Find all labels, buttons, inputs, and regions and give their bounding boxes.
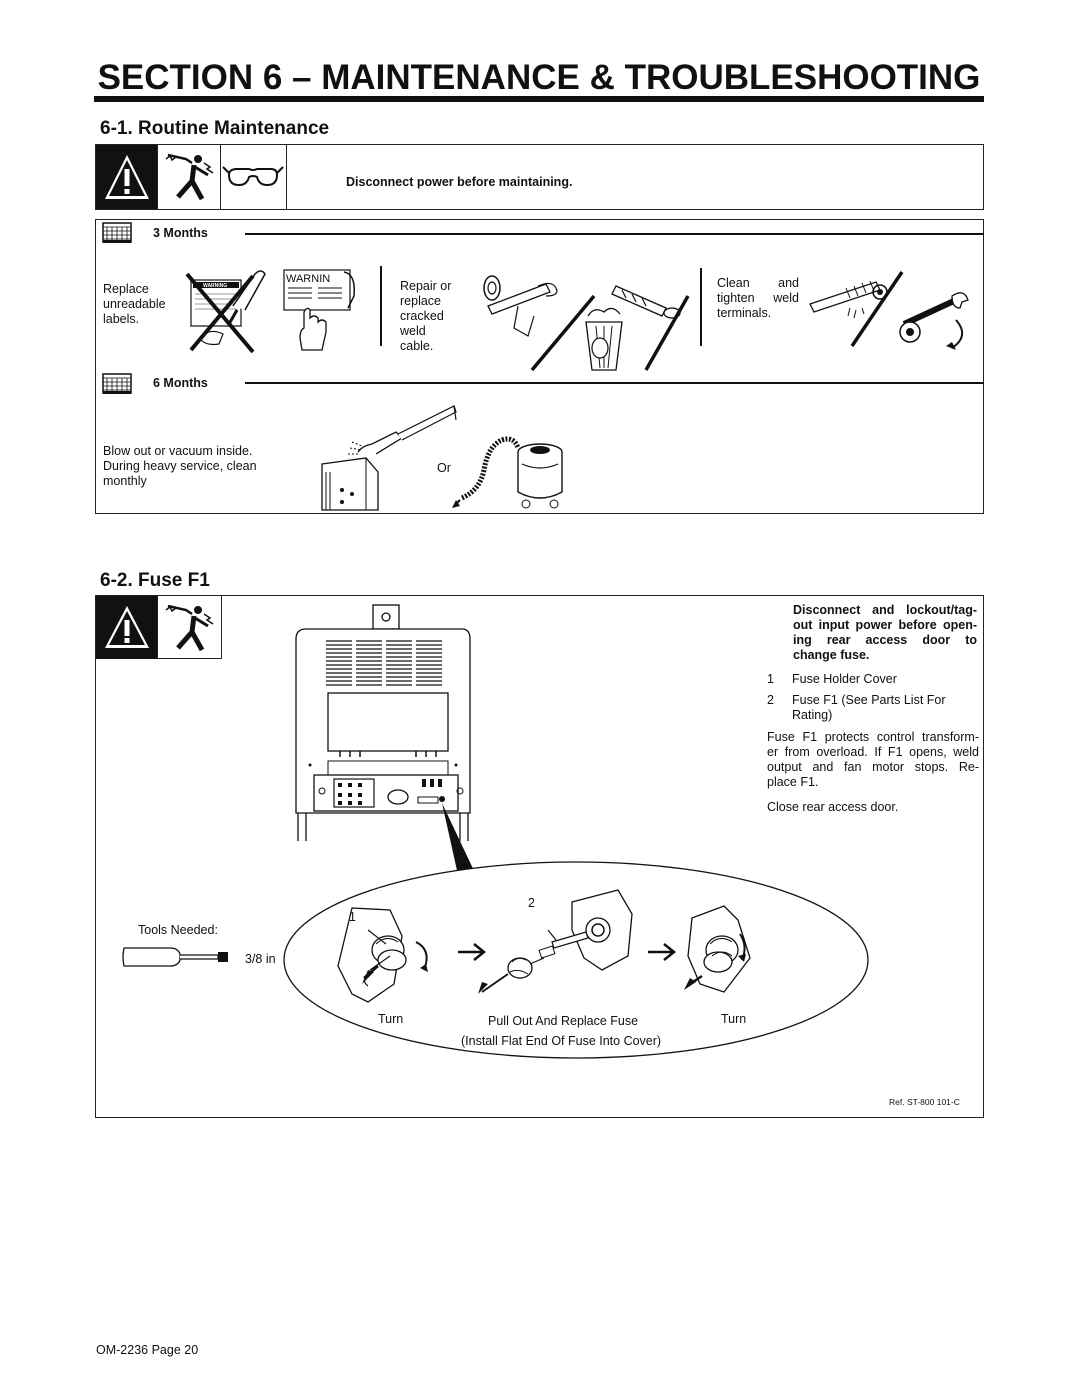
tool-size-label: 3/8 in xyxy=(245,952,276,966)
fuse-section-box xyxy=(95,595,984,1118)
routine-maintenance-heading: 6-1. Routine Maintenance xyxy=(100,118,330,139)
tools-needed-label: Tools Needed: xyxy=(138,923,218,937)
calendar-icon xyxy=(102,372,132,394)
air-blower-icon xyxy=(318,402,468,512)
three-months-rule xyxy=(245,233,984,235)
close-door-text: Close rear access door. xyxy=(767,800,899,814)
pull-out-label: Pull Out And Replace Fuse xyxy=(488,1014,639,1028)
warning-triangle-icon xyxy=(96,596,158,658)
nut-driver-icon xyxy=(120,944,240,970)
electric-shock-icon xyxy=(157,145,221,209)
machine-rear-panel-drawing xyxy=(292,603,482,883)
warning-big-label: WARNIN xyxy=(286,273,330,285)
title-rule xyxy=(94,96,984,102)
replace-labels-text: Replace unreadable labels. xyxy=(103,282,166,326)
blow-out-text: Blow out or vacuum inside. During heavy … xyxy=(103,444,257,488)
brush-wrench-icon xyxy=(806,266,976,356)
six-months-rule xyxy=(245,382,984,384)
page-footer: OM-2236 Page 20 xyxy=(96,1343,199,1357)
repair-cable-text: Repair or replace cracked weld cable. xyxy=(400,279,452,353)
disconnect-power-note: Disconnect power before maintaining. xyxy=(346,175,573,189)
safety-glasses-icon xyxy=(221,145,287,209)
fuse-f1-heading: 6-2. Fuse F1 xyxy=(100,570,210,591)
callout-2: 2 xyxy=(528,896,535,910)
reference-number: Ref. ST-800 101-C xyxy=(889,1097,960,1107)
fuse-replacement-detail xyxy=(282,860,870,1060)
fuse-warning-text: Disconnect and lockout/tag- out input po… xyxy=(793,603,977,662)
callout-1: 1 xyxy=(349,910,356,924)
routine-warning-box xyxy=(95,144,984,210)
calendar-icon xyxy=(102,221,132,243)
warning-mini-label: WARNING xyxy=(203,283,227,289)
clean-terminals-text: Clean and tighten weld terminals. xyxy=(717,276,799,320)
six-months-label: 6 Months xyxy=(153,376,208,390)
warning-triangle-icon xyxy=(96,145,158,209)
no-paint-labels-icon: WARNING xyxy=(181,266,276,356)
column-divider xyxy=(380,266,382,346)
maintenance-schedule-box xyxy=(95,219,984,514)
new-warning-label-icon: WARNIN xyxy=(282,266,362,356)
page-title: SECTION 6 – MAINTENANCE & TROUBLESHOOTIN… xyxy=(97,58,981,97)
fuse-protects-text: Fuse F1 protects control transform- er f… xyxy=(767,730,979,789)
icon-divider xyxy=(96,658,158,659)
electric-shock-icon xyxy=(157,596,222,659)
or-label: Or xyxy=(437,461,451,475)
turn-right-label: Turn xyxy=(721,1012,747,1026)
cable-repair-icon xyxy=(476,266,696,376)
three-months-label: 3 Months xyxy=(153,226,208,240)
column-divider xyxy=(700,268,702,346)
vacuum-cleaner-icon xyxy=(450,430,580,514)
turn-left-label: Turn xyxy=(378,1012,404,1026)
install-note-label: (Install Flat End Of Fuse Into Cover) xyxy=(461,1034,662,1048)
